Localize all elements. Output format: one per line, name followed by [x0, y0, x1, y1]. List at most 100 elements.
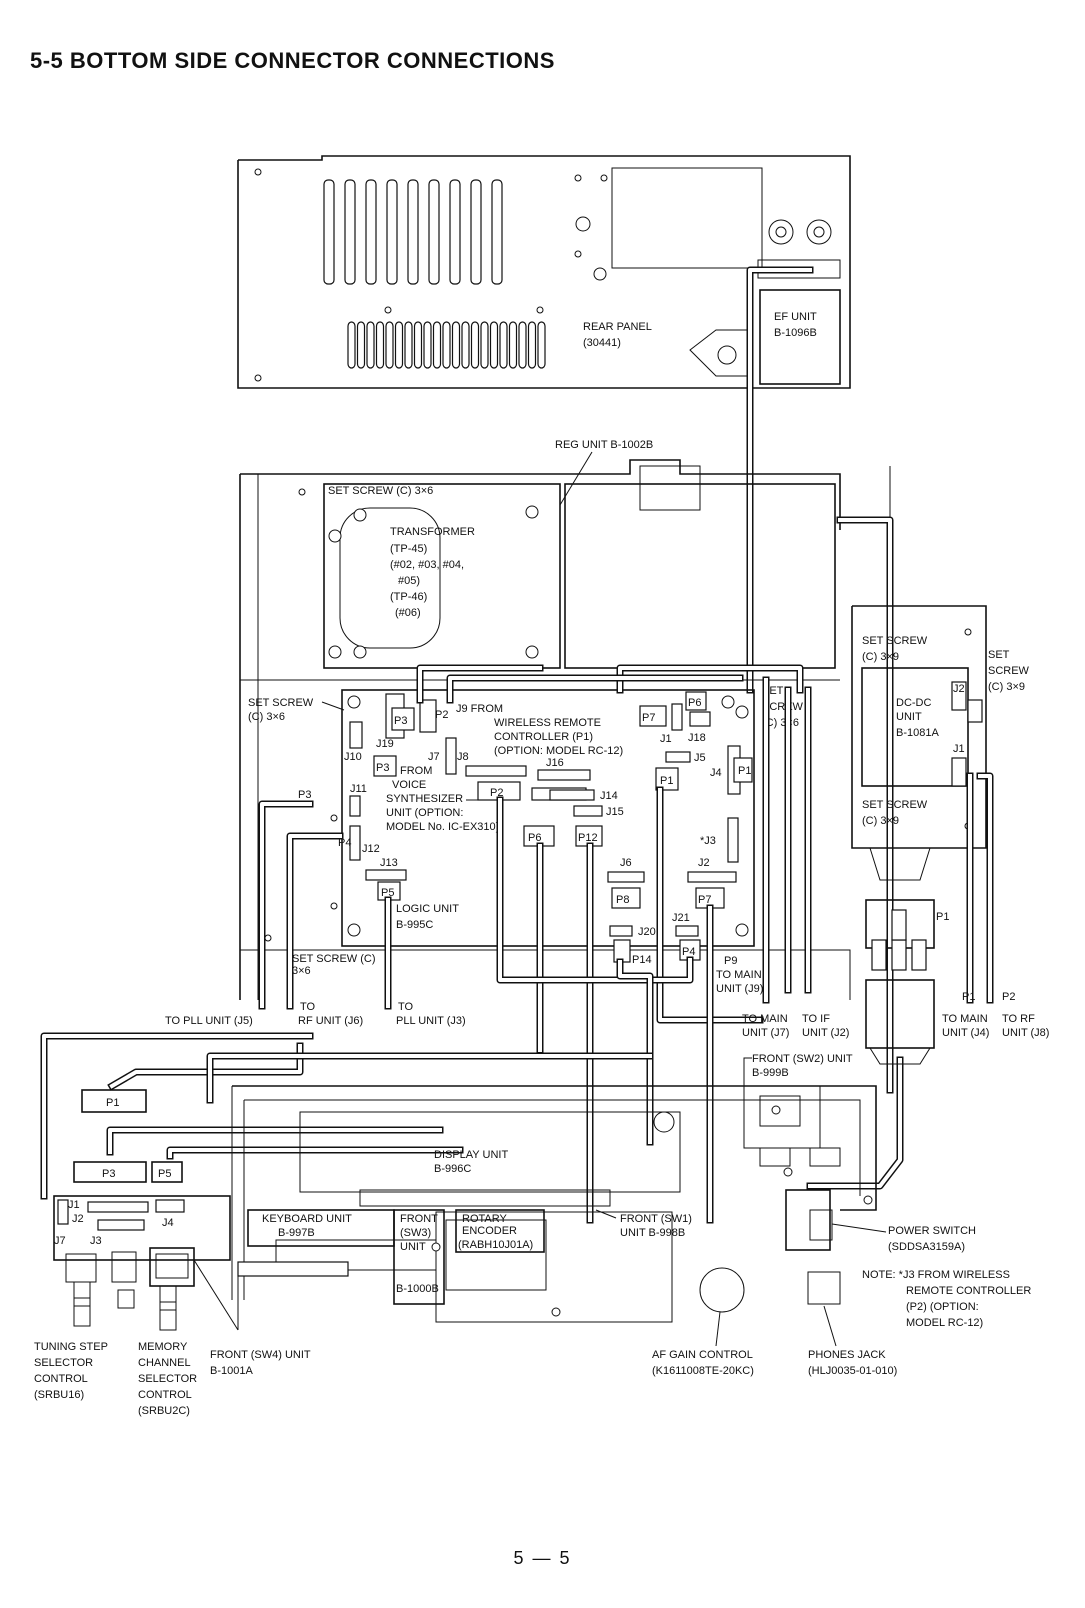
af-gain-1: AF GAIN CONTROL [652, 1349, 753, 1361]
vent-slot [491, 179, 503, 285]
tuning-step-1: TUNING STEP [34, 1341, 108, 1353]
set-screw-left-1: SET SCREW [248, 697, 314, 709]
vent-slot [375, 321, 385, 369]
vent-slot [404, 321, 413, 369]
keyboard-1: KEYBOARD UNIT [262, 1213, 352, 1225]
rotary-3: (RABH10J01A) [458, 1239, 533, 1251]
to-main-j9-1: P9 [724, 955, 737, 967]
rotary-encoder: ROTARY ENCODER (RABH10J01A) [455, 1209, 545, 1253]
p6-mid-label: P6 [528, 832, 541, 844]
memory-channel-2: CHANNEL [138, 1357, 191, 1369]
ss-dcdc-bottom-2: (C) 3×9 [862, 815, 899, 827]
tuning-step-2: SELECTOR [34, 1357, 93, 1369]
vent-slot [386, 179, 398, 285]
phones-jack-2: (HLJ0035-01-010) [808, 1365, 897, 1377]
j16-label: J16 [546, 757, 564, 769]
p7-upper-label: P7 [642, 712, 655, 724]
to-main-j9-3: UNIT (J9) [716, 983, 763, 995]
memory-channel-5: (SRBU2C) [138, 1405, 190, 1417]
memory-channel-4: CONTROL [138, 1389, 192, 1401]
transformer-label-3: (#02, #03, #04, [390, 559, 464, 571]
j14-label: J14 [600, 790, 618, 802]
power-connector-p1: P1 [865, 847, 949, 1065]
to-pll-j5: TO PLL UNIT (J5) [165, 1015, 253, 1027]
vent-slot [407, 179, 419, 285]
logic-unit-label-1: LOGIC UNIT [396, 903, 459, 915]
voice-3: SYNTHESIZER [386, 793, 463, 805]
j13-label: J13 [380, 857, 398, 869]
to-pll-j3-2: PLL UNIT (J3) [396, 1015, 466, 1027]
display-unit-1: DISPLAY UNIT [434, 1149, 508, 1161]
p6-upper-label: P6 [688, 697, 701, 709]
rear-panel-label-1: REAR PANEL [583, 321, 652, 333]
j19-label: J19 [376, 738, 394, 750]
vent-slot [461, 321, 470, 369]
p14-label: P14 [632, 954, 652, 966]
to-rf-j6-2: RF UNIT (J6) [298, 1015, 363, 1027]
af-gain-2: (K1611008TE-20KC) [652, 1365, 754, 1377]
p2-upper-label: P2 [435, 709, 448, 721]
dcdc-unit: J2 J1 DC-DC UNIT B-1081A SET SCREW (C) 3… [851, 605, 1030, 849]
to-main-j7-1: TO MAIN [742, 1013, 788, 1025]
vent-slot [365, 179, 377, 285]
note-1: NOTE: *J3 FROM WIRELESS [862, 1269, 1010, 1281]
transformer-label-1: TRANSFORMER [390, 526, 475, 538]
tuning-step-4: (SRBU16) [34, 1389, 84, 1401]
front-sw3-1: FRONT [400, 1213, 438, 1225]
rotary-2: ENCODER [462, 1225, 517, 1237]
j2-dcdc-label: J2 [953, 683, 965, 695]
voice-1: FROM [400, 765, 432, 777]
front-sw1-1: FRONT (SW1) [620, 1213, 692, 1225]
logic-connectors: P3 P2 J19 J10 P3 J7 J8 J16 J14 J15 P7 J1… [298, 691, 753, 966]
ef-unit: EF UNIT B-1096B [759, 289, 841, 385]
dcdc-1: DC-DC [896, 697, 931, 709]
transformer-label-2: (TP-45) [390, 543, 427, 555]
front-sw3-3: UNIT [400, 1241, 426, 1253]
transformer-label-4: #05) [398, 575, 420, 587]
reg-unit-label: REG UNIT B-1002B [555, 439, 653, 451]
j3-front-label: J3 [90, 1235, 102, 1247]
p1-logic-label: P1 [660, 775, 673, 787]
p4-lower-label: P4 [682, 946, 695, 958]
keyboard-2: B-997B [278, 1227, 315, 1239]
p3-upper-label: P3 [394, 715, 407, 727]
vent-slot [527, 321, 537, 369]
vent-slot [499, 321, 508, 369]
j18-label: J18 [688, 732, 706, 744]
power-switch-2: (SDDSA3159A) [888, 1241, 965, 1253]
to-main-j4-2: UNIT (J4) [942, 1027, 989, 1039]
p1-right-label: P1 [738, 765, 751, 777]
display-unit-2: B-996C [434, 1163, 471, 1175]
set-screw-logic-1: SET SCREW (C) [292, 953, 376, 965]
to-if-j2-1: TO IF [802, 1013, 830, 1025]
p8-label: P8 [616, 894, 629, 906]
logic-unit-board: LOGIC UNIT B-995C [330, 689, 755, 947]
rotary-1: ROTARY [462, 1213, 507, 1225]
j11-label: J11 [350, 783, 367, 795]
j4-front-label: J4 [162, 1217, 174, 1229]
vent-slot [489, 321, 499, 369]
p1-power-label: P1 [936, 911, 949, 923]
page-title: 5-5 BOTTOM SIDE CONNECTOR CONNECTIONS [30, 48, 555, 73]
j4-logic-label: J4 [710, 767, 722, 779]
p4-left-label: P4 [338, 837, 351, 849]
j9-from-2: WIRELESS REMOTE [494, 717, 601, 729]
j9-from-3: CONTROLLER (P1) [494, 731, 593, 743]
set-screw-left-2: (C) 3×6 [248, 711, 285, 723]
voice-4: UNIT (OPTION: [386, 807, 463, 819]
b1000b-label: B-1000B [396, 1283, 439, 1295]
to-rf-j8-2: UNIT (J8) [1002, 1027, 1049, 1039]
j1-dcdc-label: J1 [953, 743, 965, 755]
j8-label: J8 [457, 751, 469, 763]
note-2: REMOTE CONTROLLER [906, 1285, 1031, 1297]
p2-mid-label: P2 [490, 787, 503, 799]
to-rf-j8-1: TO RF [1002, 1013, 1035, 1025]
ss-dcdc-top-1: SET SCREW [862, 635, 928, 647]
memory-channel-3: SELECTOR [138, 1373, 197, 1385]
vent-slot [480, 321, 489, 369]
rear-panel: REAR PANEL (30441) [237, 155, 851, 389]
j7-front-label: J7 [54, 1235, 66, 1247]
front-sw3-2: (SW3) [400, 1227, 431, 1239]
front-sw4-1: FRONT (SW4) UNIT [210, 1349, 311, 1361]
